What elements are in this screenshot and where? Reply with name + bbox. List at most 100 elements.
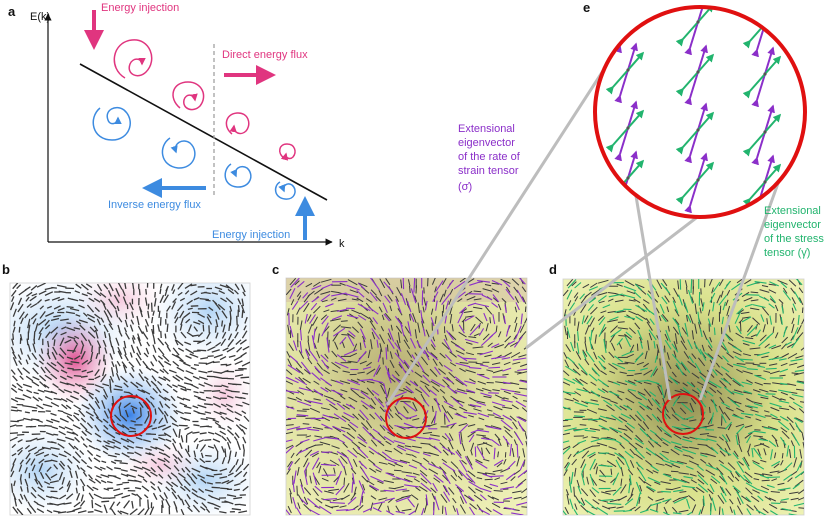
field-arrow xyxy=(794,471,804,479)
field-arrow xyxy=(324,490,334,494)
field-arrow xyxy=(297,390,305,395)
field-arrow xyxy=(417,436,432,440)
field-arrow xyxy=(335,380,344,385)
field-arrow xyxy=(64,339,72,344)
field-arrow xyxy=(220,338,227,347)
field-arrow xyxy=(752,317,761,325)
field-arrow xyxy=(461,459,467,465)
field-arrow xyxy=(73,404,82,411)
field-arrow xyxy=(75,313,81,317)
field-arrow xyxy=(798,497,804,501)
field-arrow xyxy=(594,334,597,344)
field-arrow xyxy=(452,398,464,407)
field-arrow xyxy=(606,436,617,441)
field-arrow xyxy=(286,439,293,443)
field-arrow xyxy=(577,331,580,341)
field-arrow xyxy=(572,397,579,402)
field-arrow xyxy=(771,434,778,442)
field-arrow xyxy=(707,381,717,388)
field-arrow xyxy=(13,497,18,507)
field-arrow xyxy=(342,442,348,448)
field-arrow xyxy=(725,434,731,442)
field-arrow xyxy=(467,293,484,295)
field-arrow xyxy=(234,432,240,439)
field-arrow xyxy=(746,379,753,384)
field-arrow xyxy=(503,315,506,325)
field-arrow xyxy=(454,376,468,387)
field-arrow xyxy=(157,457,166,463)
field-arrow xyxy=(184,376,193,382)
field-arrow xyxy=(732,452,739,460)
field-arrow xyxy=(30,284,38,291)
field-arrow xyxy=(596,506,609,515)
field-arrow xyxy=(569,481,572,493)
field-arrow xyxy=(384,365,391,377)
field-arrow xyxy=(70,395,79,401)
field-arrow xyxy=(457,310,465,324)
field-arrow xyxy=(489,317,492,324)
field-arrow xyxy=(305,386,314,393)
field-arrow xyxy=(492,314,496,325)
field-arrow xyxy=(325,398,336,406)
field-arrow xyxy=(598,360,606,371)
field-arrow xyxy=(353,486,357,496)
field-arrow xyxy=(780,391,788,396)
field-arrow xyxy=(29,505,37,513)
field-arrow xyxy=(600,370,607,376)
field-arrow xyxy=(397,317,403,324)
field-arrow xyxy=(452,505,456,512)
field-arrow xyxy=(690,382,696,388)
field-arrow xyxy=(179,359,186,364)
field-arrow xyxy=(442,485,448,493)
field-arrow xyxy=(340,326,352,329)
field-arrow xyxy=(510,382,520,385)
field-arrow xyxy=(173,333,177,340)
field-arrow xyxy=(213,402,222,408)
field-arrow xyxy=(483,395,492,399)
field-arrow xyxy=(521,296,527,305)
field-arrow xyxy=(448,406,457,411)
highlight-circle xyxy=(385,397,427,439)
field-arrow xyxy=(581,473,585,486)
field-arrow xyxy=(671,343,679,353)
field-arrow xyxy=(735,470,746,481)
field-arrow xyxy=(395,299,402,314)
field-arrow xyxy=(51,332,58,340)
field-arrow xyxy=(664,473,672,476)
field-arrow xyxy=(80,340,85,347)
field-arrow xyxy=(308,508,321,515)
field-arrow xyxy=(421,507,425,515)
field-arrow xyxy=(116,360,121,367)
field-arrow xyxy=(788,513,798,515)
field-arrow xyxy=(296,466,300,476)
field-arrow xyxy=(65,404,72,410)
field-arrow xyxy=(694,437,708,441)
field-arrow xyxy=(184,388,192,391)
field-arrow xyxy=(672,300,679,314)
field-arrow xyxy=(445,300,450,310)
field-arrow xyxy=(128,391,134,396)
field-arrow xyxy=(347,423,357,432)
field-arrow xyxy=(745,337,754,340)
field-arrow xyxy=(671,506,678,513)
field-arrow xyxy=(661,296,668,305)
field-arrow xyxy=(183,417,191,422)
field-arrow xyxy=(577,499,585,507)
field-arrow xyxy=(782,290,792,301)
field-arrow xyxy=(575,449,585,455)
field-arrow xyxy=(205,299,211,302)
field-arrow xyxy=(221,320,224,327)
field-arrow xyxy=(134,451,142,457)
field-arrow xyxy=(51,286,57,289)
field-arrow xyxy=(64,362,73,365)
field-arrow xyxy=(468,486,476,494)
field-arrow xyxy=(717,427,726,429)
energy-injection-top-label: Energy injection xyxy=(101,2,179,14)
field-arrow xyxy=(450,395,460,403)
field-arrow xyxy=(80,350,86,360)
field-arrow xyxy=(778,358,787,361)
field-arrow xyxy=(766,484,775,489)
field-arrow xyxy=(801,433,804,441)
field-arrow xyxy=(323,497,338,501)
field-arrow xyxy=(405,298,409,304)
